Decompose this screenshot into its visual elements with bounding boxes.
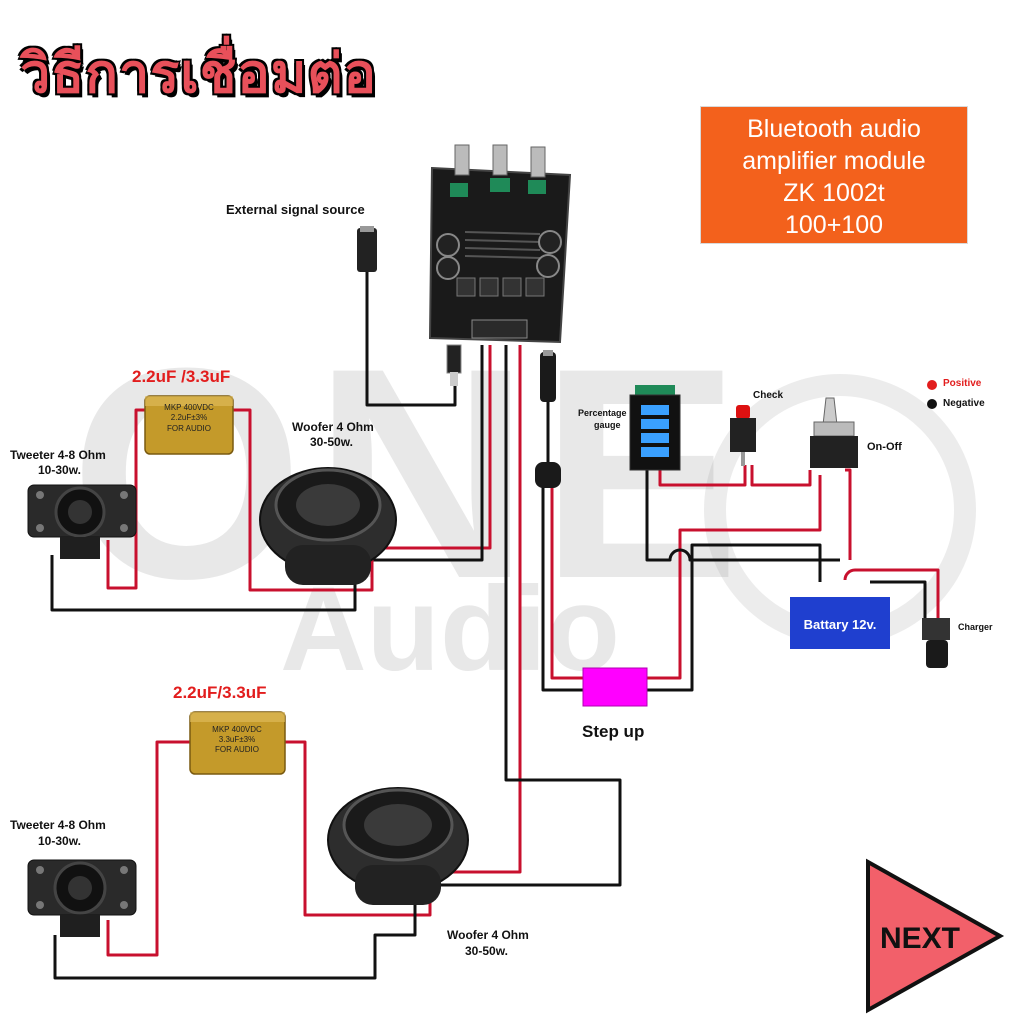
amplifier-board: [428, 144, 572, 386]
next-button[interactable]: [866, 858, 1005, 1014]
woofer-top-label-1: Woofer 4 Ohm: [292, 420, 374, 434]
tweeter-bottom-label-1: Tweeter 4-8 Ohm: [10, 818, 106, 832]
capacitor-top: [144, 395, 234, 455]
wire-battery-charger-positive: [843, 568, 940, 620]
cap-top-line3: FOR AUDIO: [167, 424, 211, 433]
dc-plug: [535, 350, 561, 488]
tweeter-top-label-1: Tweeter 4-8 Ohm: [10, 448, 106, 462]
legend-negative-dot: [927, 399, 937, 409]
woofer-bottom-label-2: 30-50w.: [465, 944, 508, 958]
charger-label: Charger: [958, 622, 993, 632]
wire-bottom-woofer-positive: [430, 345, 522, 874]
wire-top-tweeter-negative: [50, 555, 357, 612]
wire-dc-positive: [550, 485, 583, 680]
wire-bottom-tweeter-positive: [106, 740, 190, 957]
legend-positive-dot: [927, 380, 937, 390]
charger-jack: [922, 618, 950, 668]
step-up-label: Step up: [582, 722, 645, 741]
info-box: Bluetooth audio amplifier module ZK 1002…: [700, 106, 968, 244]
wire-stepup-positive: [647, 475, 822, 680]
wire-top-tweeter-positive: [106, 408, 150, 590]
knob-icon: [530, 146, 546, 178]
capacitor-top-label: 2.2uF /3.3uF: [132, 367, 231, 386]
next-button-label[interactable]: NEXT: [880, 922, 960, 955]
on-off-label: On-Off: [867, 441, 902, 453]
woofer-bottom: [327, 787, 469, 905]
woofer-top-label-2: 30-50w.: [310, 435, 353, 449]
knob-icon: [492, 144, 508, 176]
signal-cable: [365, 270, 457, 407]
wire-gauge-negative: [645, 470, 840, 562]
wire-top-woofer-positive: [372, 345, 492, 550]
cap-bottom-line3: FOR AUDIO: [215, 745, 259, 754]
page-title: วิธีการเชื่อมต่อ: [20, 42, 377, 105]
cap-bottom-line1: MKP 400VDC: [212, 725, 262, 734]
percentage-gauge-label-1: Percentage: [578, 408, 627, 418]
info-line-1: Bluetooth audio: [747, 115, 921, 143]
wire-check-to-switch: [750, 465, 812, 487]
on-off-switch-icon: [810, 397, 858, 468]
connector-icon: [490, 178, 510, 192]
tweeter-bottom: [27, 859, 137, 937]
tweeter-top: [27, 484, 137, 559]
wire-dc-negative: [541, 485, 583, 692]
info-line-4: 100+100: [784, 211, 884, 239]
tweeter-bottom-label-2: 10-30w.: [38, 834, 81, 848]
tweeter-top-label-2: 10-30w.: [38, 463, 81, 477]
wire-switch-to-battery: [845, 468, 852, 560]
woofer-top: [259, 467, 397, 585]
wire-bottom-tweeter-negative: [53, 905, 417, 980]
woofer-bottom-label-1: Woofer 4 Ohm: [447, 928, 529, 942]
percentage-gauge: [629, 385, 681, 471]
check-button-icon: [730, 405, 756, 466]
cap-top-line2: 2.2uF±3%: [171, 413, 207, 422]
connector-icon: [528, 180, 546, 194]
info-line-3: ZK 1002t: [783, 179, 885, 207]
knob-icon: [454, 144, 470, 176]
capacitor-bottom-label: 2.2uF/3.3uF: [173, 683, 267, 702]
connector-icon: [450, 183, 468, 197]
capacitor-bottom: [189, 711, 286, 775]
check-label: Check: [753, 390, 784, 401]
percentage-gauge-label-2: gauge: [594, 420, 621, 430]
external-signal-jack: [357, 226, 377, 272]
legend-negative-label: Negative: [943, 398, 985, 409]
wire-battery-charger-negative: [870, 580, 927, 620]
step-up-module: [582, 667, 648, 707]
legend-positive-label: Positive: [943, 378, 982, 389]
wire-top-cap-to-woofer: [230, 408, 374, 592]
info-line-2: amplifier module: [742, 147, 926, 175]
battery: [790, 597, 890, 649]
external-signal-label: External signal source: [226, 202, 365, 217]
wire-bottom-woofer-negative: [430, 345, 622, 887]
battery-label: Battary 12v.: [804, 617, 877, 632]
wire-top-woofer-negative: [372, 345, 484, 562]
cap-top-line1: MKP 400VDC: [164, 403, 214, 412]
cap-bottom-line2: 3.3uF±3%: [219, 735, 255, 744]
wire-gauge-positive: [658, 465, 747, 487]
wire-stepup-negative: [647, 543, 822, 692]
